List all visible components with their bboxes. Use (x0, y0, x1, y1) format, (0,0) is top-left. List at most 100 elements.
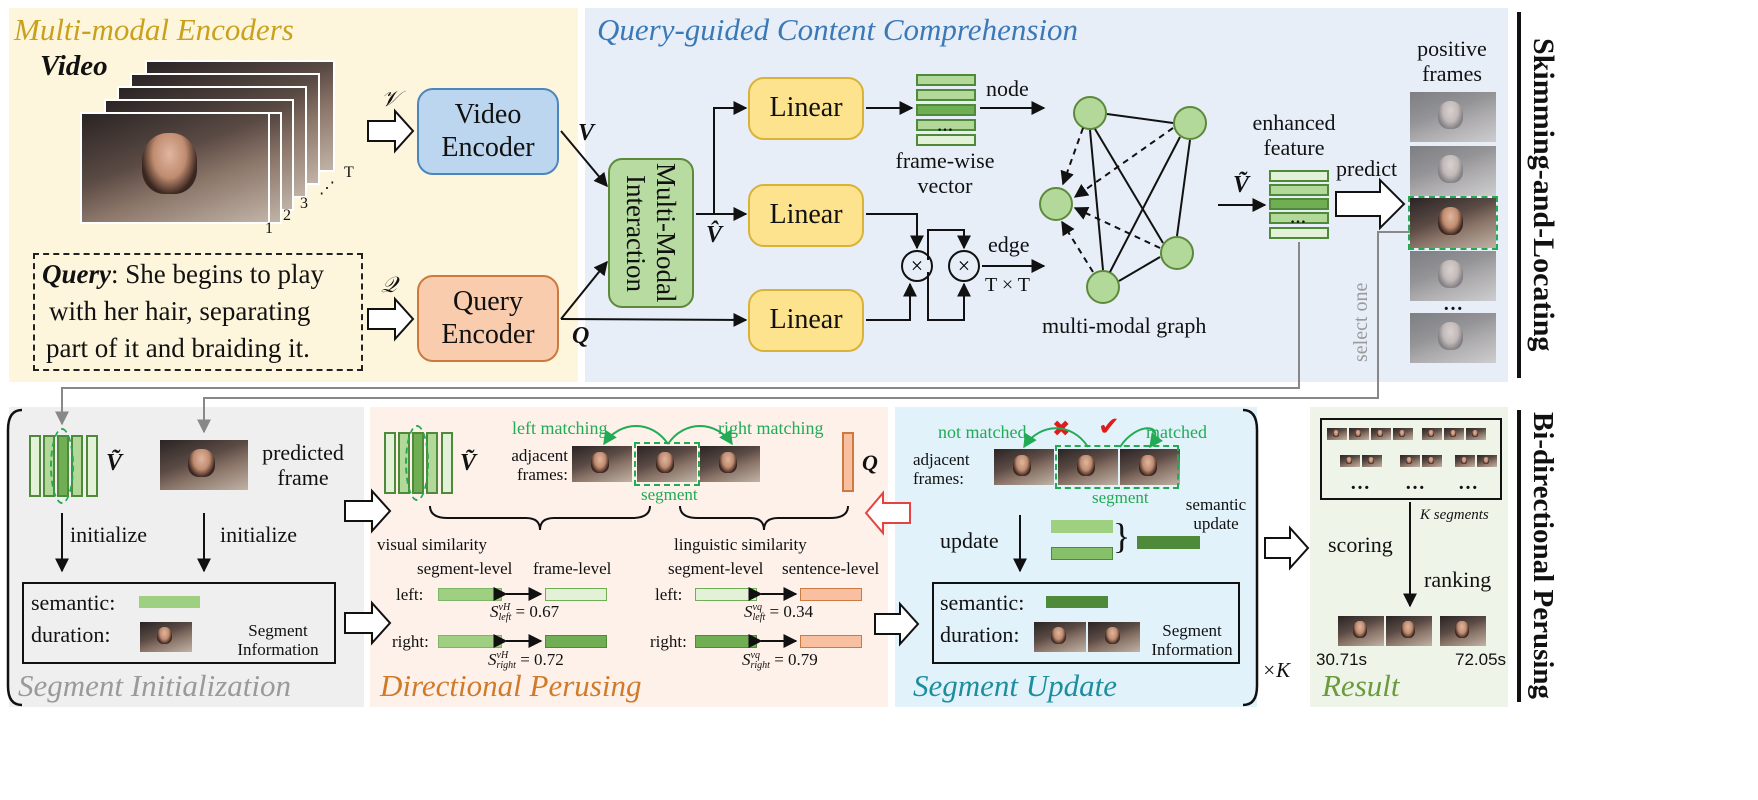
frame-index-3: 3 (300, 195, 308, 212)
s-v-left-value: = 0.67 (515, 602, 560, 621)
vector-bar (916, 104, 976, 116)
adjacent-frame-center (637, 446, 697, 482)
feature-ellipsis: … (1290, 210, 1306, 227)
init-duration-frame (140, 622, 192, 652)
perusing-vtilde: Ṽ (460, 450, 477, 476)
graph-node (1039, 187, 1073, 221)
thumb (1393, 428, 1413, 440)
hollow-arrow-query-to-perusing (864, 490, 911, 536)
update-segment-info-box (932, 582, 1240, 664)
feature-column (86, 435, 98, 497)
vector-ellipsis: … (937, 118, 953, 135)
arrow-q-to-linear3 (560, 312, 748, 327)
not-matched-label: not matched (938, 422, 1027, 442)
semantic-update-line-2: update (1193, 514, 1239, 533)
s-q-left-value: = 0.34 (769, 602, 814, 621)
frame-wise-line-2: vector (917, 173, 973, 198)
init-semantic-bar (139, 596, 200, 608)
v-right-label: right: (392, 632, 429, 651)
feature-bar (1269, 198, 1329, 210)
v-left-frame-bar (545, 588, 607, 601)
thumb (1327, 428, 1347, 440)
s-v-right-value: = 0.72 (520, 650, 564, 669)
thumb (1455, 455, 1475, 467)
multiply-symbol-2: × (948, 250, 980, 282)
perusing-adjacent-line-1: adjacent (511, 446, 568, 465)
s-v-left-sub: left (498, 612, 512, 624)
linguistic-similarity-label: linguistic similarity (674, 535, 807, 554)
update-semantic-label: semantic: (940, 590, 1025, 615)
init-segment-info-box (22, 582, 336, 664)
predicted-frame-label: predicted frame (253, 440, 353, 490)
v-right-frame-bar (545, 635, 607, 648)
query-line-2: with her hair, separating (49, 296, 311, 326)
thumb (1371, 428, 1391, 440)
result-end-time: 72.05s (1455, 650, 1507, 669)
update-info-line-1: Segment (1162, 621, 1222, 640)
graph-node (1173, 106, 1207, 140)
hollow-arrow-to-result (1264, 525, 1310, 571)
init-duration-label: duration: (31, 622, 111, 647)
update-segment-info-label: Segment Information (1144, 621, 1240, 659)
comprehension-title: Query-guided Content Comprehension (597, 12, 1078, 47)
node-label: node (986, 76, 1029, 101)
update-bar-green (1051, 547, 1113, 560)
perusing-selection-ellipse (405, 425, 429, 501)
positive-frame (1410, 92, 1496, 142)
k-segments-label: K segments (1420, 507, 1489, 523)
update-frame-left (994, 449, 1054, 485)
enhanced-line-1: enhanced (1252, 110, 1336, 135)
arrow-mmi-to-linear1 (696, 101, 748, 215)
k-dots-2: … (1405, 472, 1425, 494)
biperusing-side-bar (1517, 410, 1521, 702)
result-title: Result (1322, 668, 1400, 703)
update-segment-label: segment (1092, 488, 1149, 507)
semantic-update-label: semantic update (1176, 495, 1256, 533)
s-v-left-symbol: S (490, 602, 499, 621)
arrow-linear2-to-mul1 (866, 213, 924, 250)
hollow-arrow-segment-to-perusing (344, 600, 392, 646)
init-title: Segment Initialization (18, 668, 291, 703)
s-v-left-sup: vH (498, 602, 511, 614)
arrow-q-to-mmi (560, 260, 608, 320)
q-right-sentence-bar (800, 635, 862, 648)
frame-level-label: frame-level (533, 559, 612, 578)
connector-frame-to-init (197, 231, 1410, 434)
linguistic-brace (679, 505, 849, 531)
update-adjacent-line-2: frames: (913, 469, 964, 488)
connector-feature-to-init (55, 242, 1300, 426)
biperusing-label: Bi-directional Perusing (1527, 412, 1559, 700)
vector-bar (916, 74, 976, 86)
init-info-line-2: Information (237, 640, 319, 659)
perusing-title: Directional Perusing (380, 668, 642, 703)
mmi-box: Multi-Modal Interaction (608, 158, 694, 308)
vector-bar (916, 89, 976, 101)
graph-label: multi-modal graph (1042, 313, 1207, 338)
frame-wise-line-1: frame-wise (895, 148, 995, 173)
linear-box-1: Linear (748, 77, 864, 140)
left-matching-arc (603, 425, 669, 446)
positive-frame (1410, 251, 1496, 301)
s-q-left-symbol: S (744, 602, 753, 621)
update-frame-right (1120, 449, 1180, 485)
s-v-right-symbol: S (488, 650, 497, 669)
feature-bar (1269, 212, 1329, 224)
init-vtilde: Ṽ (106, 450, 123, 476)
video-encoder-line-2: Encoder (441, 131, 535, 163)
thumb (1349, 428, 1369, 440)
update-label: update (940, 528, 999, 553)
linear-box-2: Linear (748, 184, 864, 247)
skimming-side-bar (1517, 12, 1521, 378)
frame-index-t: T (344, 164, 354, 181)
right-matching-label: right matching (718, 418, 824, 438)
v-segment-level-label: segment-level (417, 559, 513, 578)
txt-dim-label: T × T (985, 274, 1030, 296)
initialize-label-1: initialize (70, 522, 147, 547)
update-semantic-bar (1046, 596, 1108, 608)
not-matched-arc (1023, 427, 1089, 449)
linear-box-3: Linear (748, 289, 864, 352)
